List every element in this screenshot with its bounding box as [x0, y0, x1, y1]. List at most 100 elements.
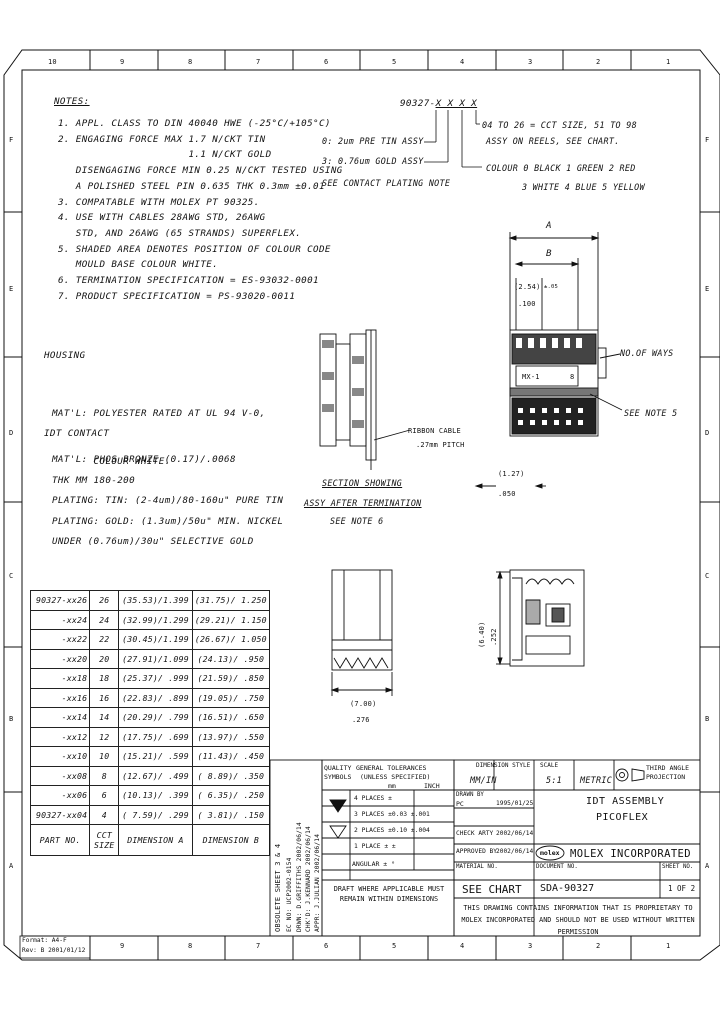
tol-row: 1 PLACE ± ±: [354, 843, 396, 850]
drawn-by-value: PC: [456, 800, 464, 808]
see-note-5-label: SEE NOTE 5: [624, 408, 678, 418]
housing-line: MAT'L: POLYESTER RATED AT UL 94 V-0,: [52, 408, 266, 419]
cell-dim-b: ( 6.35)/ .250: [191, 785, 271, 806]
tol-row: 4 PLACES ±: [354, 795, 392, 802]
mx-ways: 8: [570, 373, 575, 381]
note-line: 1.1 N/CKT GOLD: [58, 149, 272, 161]
doc-no-value: SDA-90327: [540, 883, 595, 894]
section-title-3: SEE NOTE 6: [330, 516, 384, 526]
zone-top-5: 5: [392, 58, 397, 66]
no-of-ways-label: NO.OF WAYS: [620, 348, 674, 358]
note-line: 3. COMPATABLE WITH MOLEX PT 90325.: [58, 196, 260, 208]
tol-mm: mm: [388, 782, 396, 790]
scale-value: 5:1: [546, 775, 563, 785]
dim-style-value: MM/IN: [470, 775, 497, 785]
zone-bottom-6: 6: [324, 942, 329, 950]
zone-left-e: E: [9, 285, 14, 293]
note-line: 1. APPL. CLASS TO DIN 40040 HWE (-25°C/+…: [58, 118, 331, 129]
note-line: 2. ENGAGING FORCE MAX 1.7 N/CKT TIN: [58, 133, 266, 145]
part-number-placeholders: X X X X: [435, 98, 478, 109]
zone-right-f: F: [705, 136, 710, 144]
material-no-value: SEE CHART: [462, 883, 522, 896]
zone-left-a: A: [9, 862, 14, 870]
note-line: A POLISHED STEEL PIN 0.635 THK 0.3mm ±0.…: [58, 180, 325, 192]
doc-no-label: DOCUMENT NO.: [536, 864, 578, 870]
idt-line: UNDER (0.76um)/30u" SELECTIVE GOLD: [52, 536, 254, 547]
header-cct: CCT SIZE: [89, 824, 120, 856]
drawing-title-1: IDT ASSEMBLY: [586, 796, 665, 807]
option-tin: 0: 2um PRE TIN ASSY: [322, 136, 424, 146]
pitch-tol: ±.05: [544, 284, 559, 290]
colour-line-2: 3 WHITE 4 BLUE 5 YELLOW: [522, 182, 645, 192]
housing-line: COLOUR WHITE.: [52, 456, 171, 467]
drawn-by-label: DRAWN BY: [456, 792, 484, 798]
zone-top-7: 7: [256, 58, 261, 66]
dim-a-label: A: [546, 220, 552, 231]
drawn-date: 1995/01/25: [496, 800, 534, 807]
mx-label: MX-1: [522, 373, 540, 381]
zone-bottom-7: 7: [256, 942, 261, 950]
zone-left-d: D: [9, 429, 14, 437]
zone-right-c: C: [705, 572, 710, 580]
projection-label: THIRD ANGLE PROJECTION: [646, 764, 690, 781]
draft-note: DRAFT WHERE APPLICABLE MUST REMAIN WITHI…: [333, 885, 445, 903]
notes-list: 1. APPL. CLASS TO DIN 40040 HWE (-25°C/+…: [58, 116, 343, 304]
check-date: 2002/06/14: [496, 830, 534, 837]
tol-row: 2 PLACES ±0.10 ±.004: [354, 827, 430, 834]
zone-right-a: A: [705, 862, 710, 870]
idt-contact-heading: IDT CONTACT: [44, 428, 110, 439]
scale-label: SCALE: [540, 762, 559, 769]
note-line: 5. SHADED AREA DENOTES POSITION OF COLOU…: [58, 243, 331, 255]
table-header-row: PART NO. CCT SIZE DIMENSION A DIMENSION …: [29, 824, 271, 856]
zone-bottom-1: 1: [666, 942, 671, 950]
zone-right-d: D: [705, 429, 710, 437]
zone-top-2: 2: [596, 58, 601, 66]
note-line: DISENGAGING FORCE MIN 0.25 N/CKT TESTED …: [58, 165, 343, 177]
zone-bottom-4: 4: [460, 942, 465, 950]
general-tol-1: GENERAL TOLERANCES: [356, 764, 427, 772]
zone-bottom-9: 9: [120, 942, 125, 950]
approved-label: APPROVED BY: [456, 848, 497, 855]
section-title-2: ASSY AFTER TERMINATION: [304, 498, 422, 508]
note-line: 4. USE WITH CABLES 28AWG STD, 26AWG: [58, 212, 266, 224]
material-no-label: MATERIAL NO.: [456, 864, 498, 870]
housing-spec: MAT'L: POLYESTER RATED AT UL 94 V-0, COL…: [52, 374, 266, 486]
part-number-code: 90327-X X X X: [400, 98, 477, 109]
zone-top-8: 8: [188, 58, 193, 66]
zone-right-b: B: [705, 715, 710, 723]
zone-top-1: 1: [666, 58, 671, 66]
sheet-label: SHEET NO.: [662, 864, 694, 870]
tol-inch: INCH: [424, 782, 440, 790]
dim-b-label: B: [546, 248, 552, 259]
zone-bottom-2: 2: [596, 942, 601, 950]
idt-line: MAT'L: PHOS BRONZE (0.17)/.0068: [52, 454, 236, 465]
zone-left-b: B: [9, 715, 14, 723]
zone-bottom-3: 3: [528, 942, 533, 950]
idt-line: PLATING: TIN: (2-4um)/80-160u" PURE TIN: [52, 495, 284, 506]
check-label: CHECK ARTY: [456, 830, 494, 837]
dim-style-label: DIMENSION STYLE: [476, 762, 531, 769]
zone-bottom-5: 5: [392, 942, 397, 950]
tol-row: 3 PLACES ±0.03 ±.001: [354, 811, 430, 818]
dim-050: .050: [498, 490, 516, 498]
angular-tol: ANGULAR ± °: [352, 860, 396, 868]
notes-heading: NOTES:: [54, 96, 90, 107]
option-gold: 3: 0.76um GOLD ASSY: [322, 156, 424, 166]
zone-left-f: F: [9, 136, 14, 144]
housing-heading: HOUSING: [44, 350, 86, 361]
part-number-prefix: 90327-: [400, 98, 436, 109]
